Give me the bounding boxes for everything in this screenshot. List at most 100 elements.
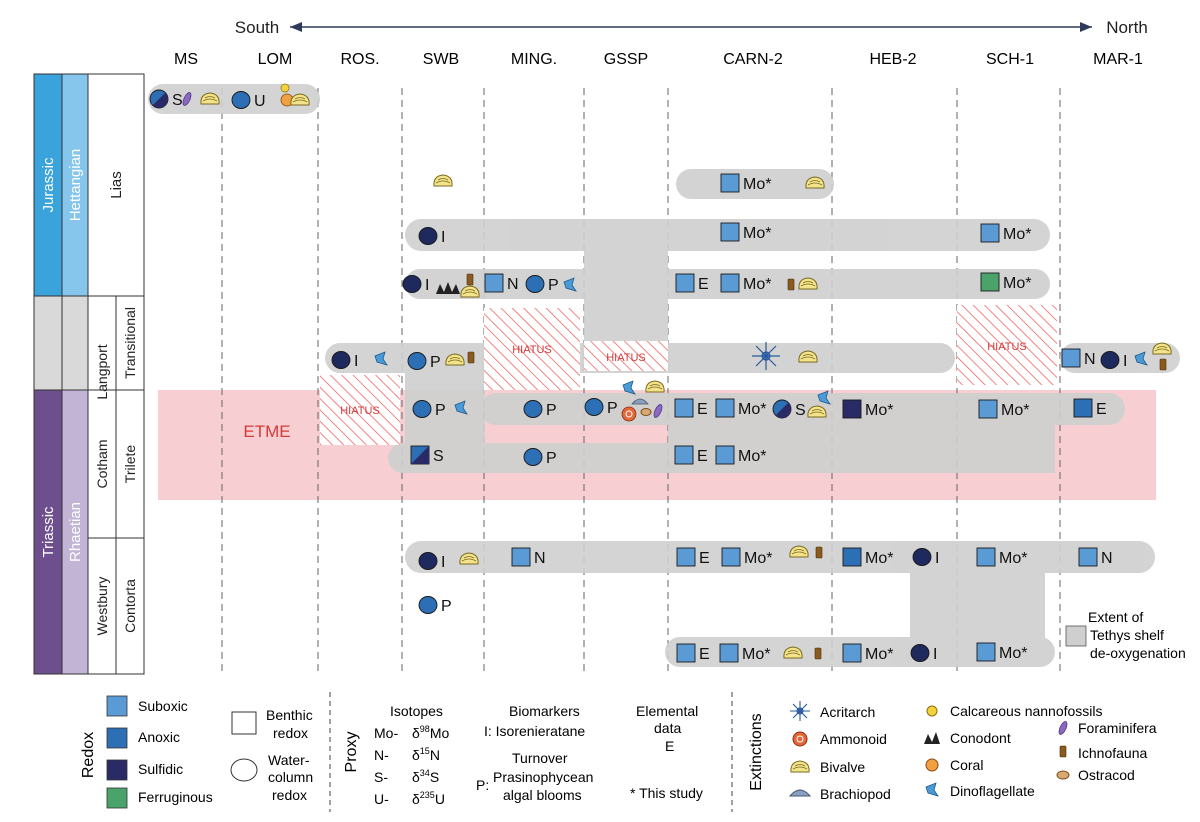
benthic-1: Benthic bbox=[266, 707, 313, 723]
benthic-marker: E bbox=[1073, 398, 1107, 418]
biomarkers-title: Biomarkers bbox=[509, 703, 580, 719]
benthic-marker: Mo* bbox=[715, 398, 766, 418]
conodont-legend-icon bbox=[924, 732, 940, 744]
ext-foraminifera: Foraminifera bbox=[1078, 720, 1157, 736]
proxy-label: Mo* bbox=[1003, 275, 1031, 292]
arrow-head-right bbox=[1080, 22, 1092, 32]
benthic-marker: E bbox=[675, 273, 709, 293]
benthic-marker: E bbox=[674, 398, 708, 418]
isotope-legend-item: U-δ235U bbox=[374, 790, 445, 807]
proxy-label: Mo* bbox=[743, 276, 771, 293]
bivalve-legend-icon bbox=[790, 760, 810, 773]
site-header: GSSP bbox=[604, 51, 648, 68]
brachiopod-icon bbox=[631, 398, 649, 405]
proxy-label: E bbox=[697, 448, 708, 465]
water-column-marker: I bbox=[910, 644, 937, 663]
proxy-label: E bbox=[697, 401, 708, 418]
benthic-marker: Mo* bbox=[720, 222, 771, 242]
triassic-label: Triassic bbox=[40, 506, 57, 558]
proxy-legend-title: Proxy bbox=[343, 732, 360, 773]
site-header: MS bbox=[174, 51, 198, 68]
benthic-marker: Mo* bbox=[980, 272, 1031, 292]
ext-bivalve: Bivalve bbox=[820, 759, 865, 775]
benthic-marker: Mo* bbox=[978, 399, 1029, 419]
redox-ferruginous: Ferruginous bbox=[138, 789, 213, 805]
proxy-label: Mo* bbox=[1001, 402, 1029, 419]
water-column-marker: I bbox=[1100, 351, 1127, 370]
benthic-marker: N bbox=[1078, 547, 1113, 567]
water-column-marker: I bbox=[331, 351, 358, 370]
proxy-label: P bbox=[607, 400, 618, 417]
proxy-label: Mo* bbox=[1003, 226, 1031, 243]
redox-suboxic: Suboxic bbox=[138, 698, 188, 714]
site-header: MAR-1 bbox=[1093, 51, 1143, 68]
proxy-label: N bbox=[534, 550, 546, 567]
transitional-label: Transitional bbox=[122, 307, 138, 379]
proxy-label: S bbox=[172, 92, 183, 109]
lias-label: Lias bbox=[108, 171, 125, 199]
hiatus-ros bbox=[320, 375, 400, 445]
legend: Redox Suboxic Anoxic Sulfidic Ferruginou… bbox=[80, 692, 1157, 812]
strat-column: Jurassic Hettangian Lias Langport Transi… bbox=[33, 73, 145, 675]
site-header: HEB-2 bbox=[869, 51, 916, 68]
proxy-label: Mo* bbox=[999, 645, 1027, 662]
proxy-label: I bbox=[441, 554, 445, 571]
water-column-marker: P bbox=[523, 400, 557, 419]
acritarch-legend-icon bbox=[790, 701, 810, 721]
proxy-label: I bbox=[935, 550, 939, 567]
proxy-label: Mo* bbox=[744, 550, 772, 567]
ext-nannofossils: Calcareous nannofossils bbox=[950, 703, 1103, 719]
redox-legend-title: Redox bbox=[80, 732, 97, 778]
isotope-legend-item: S-δ34S bbox=[374, 768, 439, 785]
hiatus-label-sch: HIATUS bbox=[987, 341, 1027, 353]
hiatus-label-ming: HIATUS bbox=[512, 344, 552, 356]
proxy-label: P bbox=[430, 354, 441, 371]
water-1: Water- bbox=[268, 752, 310, 768]
redox-anoxic: Anoxic bbox=[138, 729, 180, 745]
proxy-label: P bbox=[441, 598, 452, 615]
contorta-label: Contorta bbox=[122, 579, 138, 633]
isotope-legend-item: N-δ15N bbox=[374, 746, 440, 763]
water-column-marker: P bbox=[412, 400, 446, 419]
proxy-label: Mo* bbox=[865, 550, 893, 567]
benthic-marker: Mo* bbox=[976, 547, 1027, 567]
proxy-label: Mo* bbox=[743, 176, 771, 193]
jurassic-label: Jurassic bbox=[40, 157, 57, 213]
proxy-label: N bbox=[1084, 351, 1096, 368]
ammonoid-icon bbox=[621, 406, 637, 422]
proxy-label: Mo* bbox=[865, 646, 893, 663]
elemental-1: Elemental bbox=[636, 703, 698, 719]
ostracod-icon bbox=[640, 408, 652, 416]
proxy-label: S bbox=[433, 448, 444, 465]
proxy-label: Mo* bbox=[742, 646, 770, 663]
brachiopod-legend-icon bbox=[788, 789, 812, 797]
benthic-marker: S bbox=[410, 445, 444, 465]
proxy-label: S bbox=[795, 402, 806, 419]
water-column-marker: I bbox=[912, 548, 939, 567]
benthic-marker: Mo* bbox=[715, 445, 766, 465]
extent-swatch bbox=[1065, 625, 1087, 647]
hiatus-label-ros: HIATUS bbox=[340, 405, 380, 417]
proxy-label: Mo* bbox=[865, 402, 893, 419]
site-header: SWB bbox=[423, 51, 459, 68]
water-column-marker: I bbox=[418, 552, 445, 571]
water-column-marker: U bbox=[231, 91, 266, 110]
hiatus-gssp bbox=[584, 341, 668, 371]
proxy-label: Mo* bbox=[738, 448, 766, 465]
ichnofauna-legend-icon bbox=[1059, 745, 1067, 758]
proxy-label: N bbox=[1101, 550, 1113, 567]
coral-legend-icon bbox=[925, 758, 939, 772]
proxy-label: N bbox=[507, 276, 519, 293]
proxy-label: U bbox=[254, 93, 266, 110]
site-header: ROS. bbox=[340, 51, 379, 68]
water-column-marker: I bbox=[418, 227, 445, 246]
proxy-label: Mo* bbox=[999, 550, 1027, 567]
langport-label: Langport bbox=[94, 344, 110, 399]
elemental-2: data bbox=[654, 720, 681, 736]
benthic-marker: N bbox=[511, 547, 546, 567]
water-column-marker: P bbox=[418, 596, 452, 615]
benthic-marker: Mo* bbox=[842, 399, 893, 419]
water-column-marker: S bbox=[772, 399, 806, 419]
ext-ostracod: Ostracod bbox=[1078, 767, 1135, 783]
